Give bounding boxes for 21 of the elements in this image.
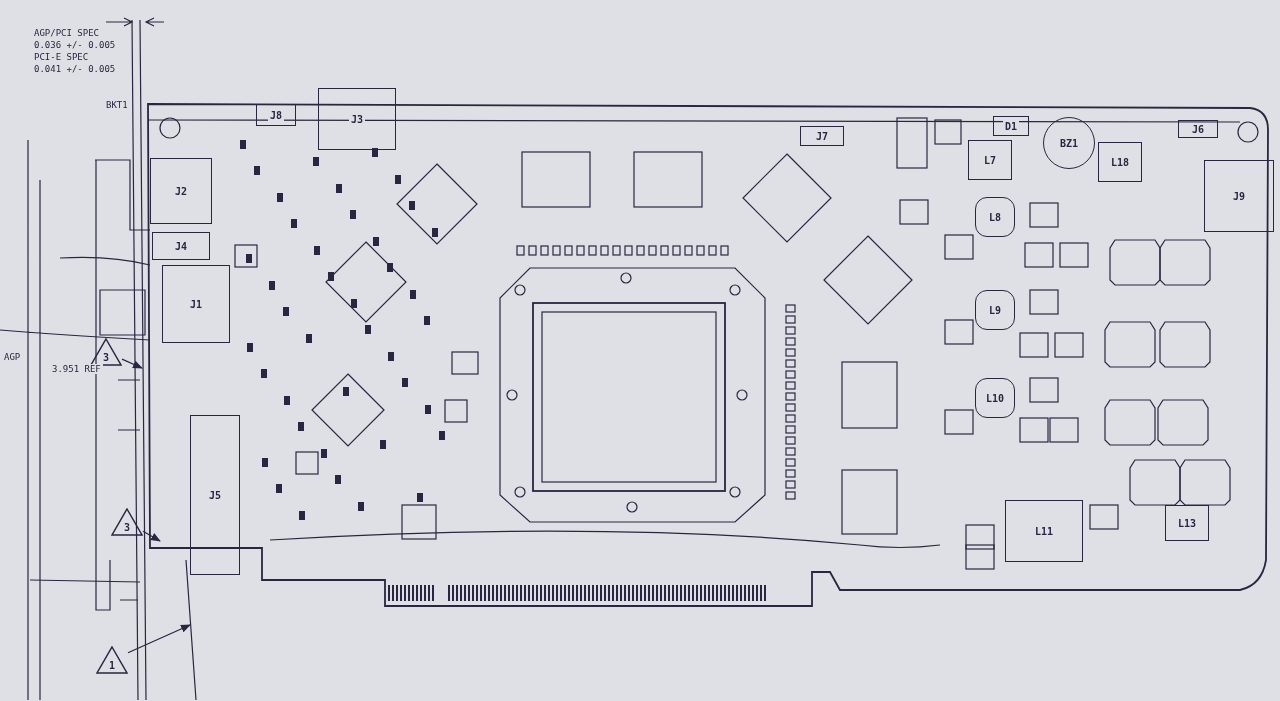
component-outline: L11 (1005, 500, 1083, 562)
component-outline: J5 (190, 415, 240, 575)
inductor-outline: L8 (975, 197, 1015, 237)
inductor-outline: L10 (975, 378, 1015, 418)
part-label: BKT1 (104, 100, 130, 110)
dimension-text: 3.951 REF (50, 364, 103, 374)
component-outline: J6 (1178, 120, 1218, 138)
component-outline: J9 (1204, 160, 1274, 232)
component-outline: J3 (318, 88, 396, 150)
component-outline: J8 (256, 104, 296, 126)
component-outline: L7 (968, 140, 1012, 180)
component-outline: L13 (1165, 505, 1209, 541)
component-outline: L18 (1098, 142, 1142, 182)
spec-note: 0.036 +/- 0.005 (32, 40, 118, 50)
spec-note: 0.041 +/- 0.005 (32, 64, 118, 74)
part-label: AGP (2, 352, 23, 362)
component-outline: J7 (800, 126, 844, 146)
inductor-outline: L9 (975, 290, 1015, 330)
component-outline: D1 (993, 116, 1029, 136)
spec-note: AGP/PCI SPEC (32, 28, 102, 38)
spec-note: PCI-E SPEC (32, 52, 91, 62)
